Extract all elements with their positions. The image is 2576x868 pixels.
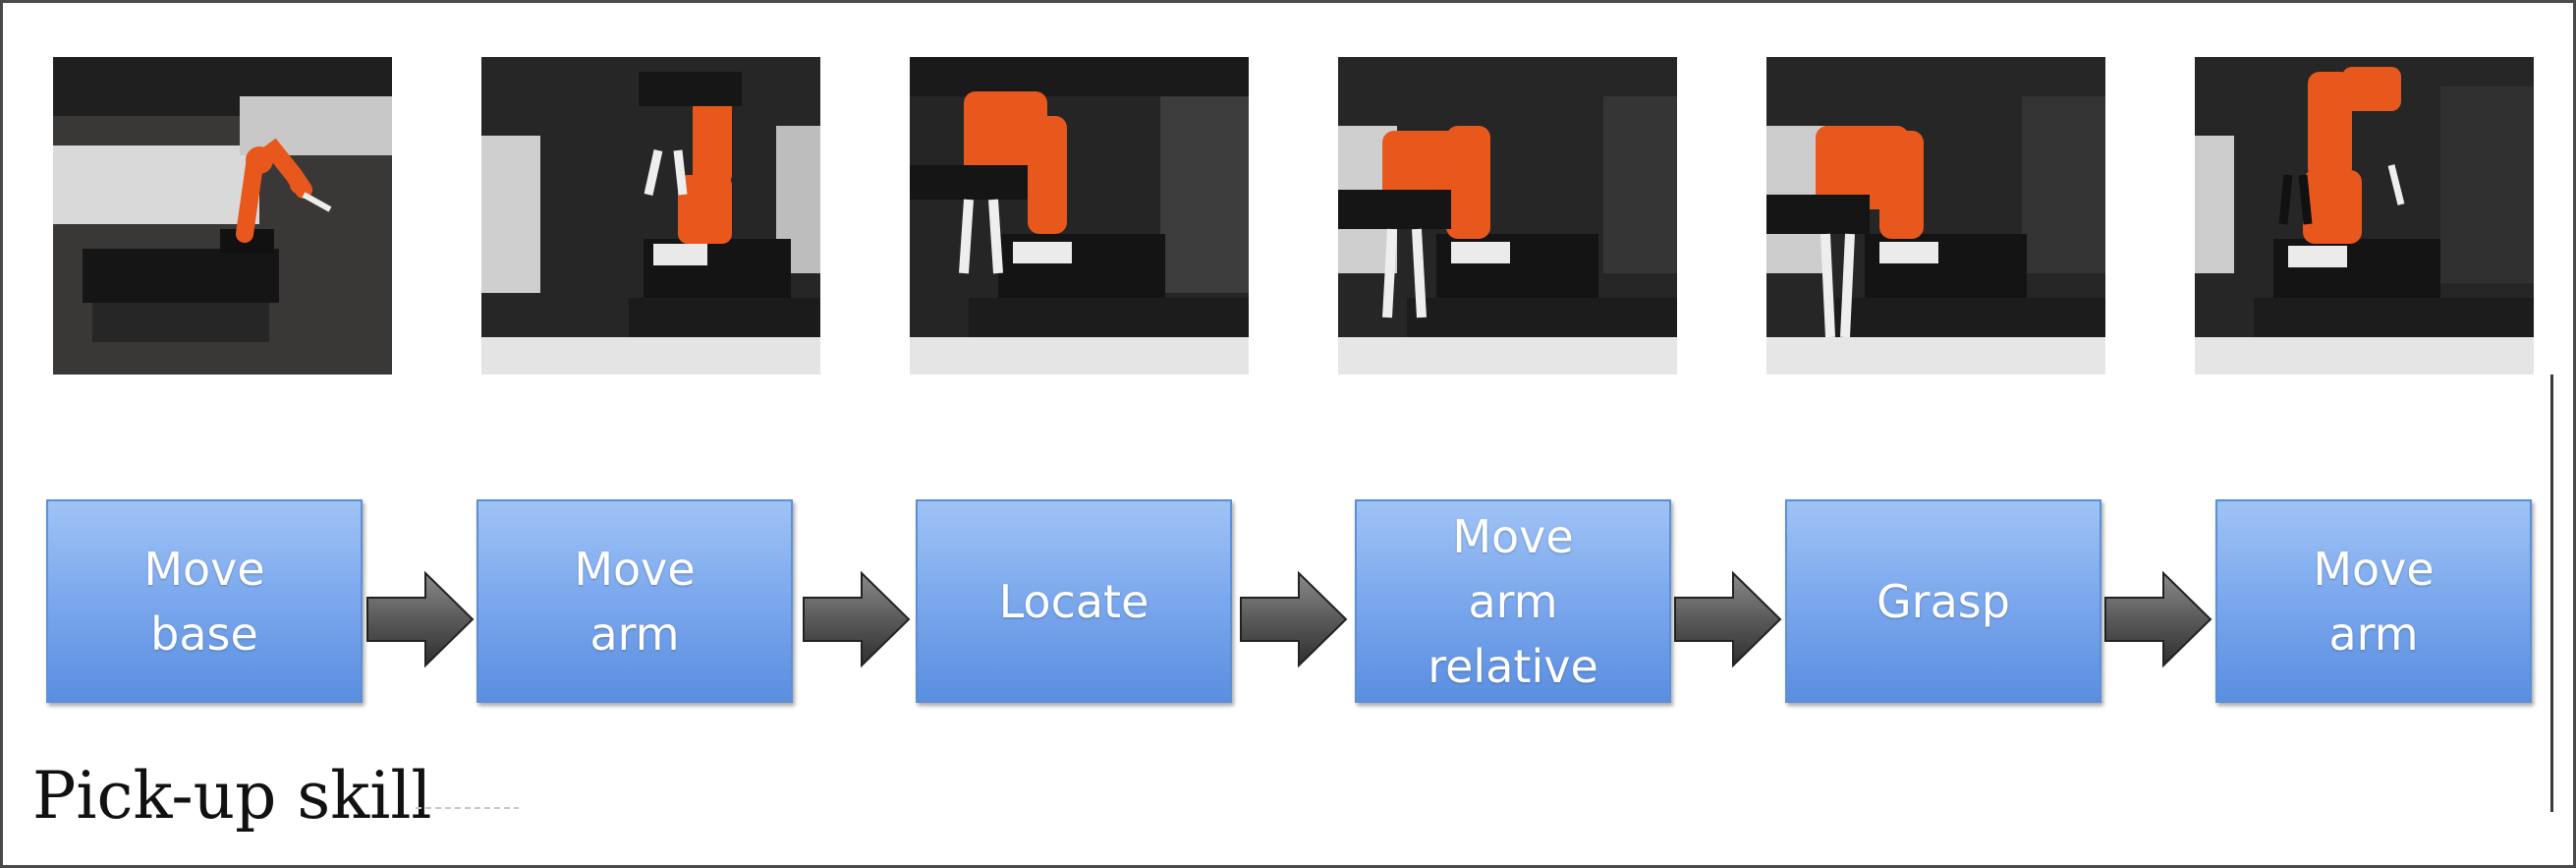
step-label: Move arm	[2313, 542, 2435, 661]
photo-locate	[910, 57, 1249, 375]
step-move-arm-relative: Move arm relative	[1355, 499, 1671, 703]
step-label: Move arm	[574, 542, 696, 661]
step-grasp: Grasp	[1785, 499, 2101, 703]
photo-grasp	[1766, 57, 2105, 375]
right-block-arrow-icon	[801, 570, 914, 668]
figure-caption: Pick-up skill	[32, 758, 432, 834]
step-locate: Locate	[916, 499, 1232, 703]
right-block-arrow-icon	[1672, 570, 1785, 668]
right-block-arrow-icon	[2102, 570, 2215, 668]
right-block-arrow-icon	[1238, 570, 1351, 668]
photo-move-arm	[481, 57, 820, 375]
step-label: Locate	[998, 574, 1149, 628]
step-move-base: Move base	[46, 499, 363, 703]
step-label: Move base	[143, 542, 265, 661]
step-label: Grasp	[1876, 574, 2010, 628]
step-move-arm-final: Move arm	[2215, 499, 2532, 703]
step-move-arm: Move arm	[476, 499, 793, 703]
photo-move-arm-final	[2195, 57, 2534, 375]
photo-move-base	[53, 57, 392, 375]
photo-move-arm-relative	[1338, 57, 1677, 375]
step-label: Move arm relative	[1428, 509, 1598, 693]
right-divider	[2550, 375, 2553, 812]
right-block-arrow-icon	[364, 570, 477, 668]
caption-dotted-rule	[416, 807, 519, 809]
